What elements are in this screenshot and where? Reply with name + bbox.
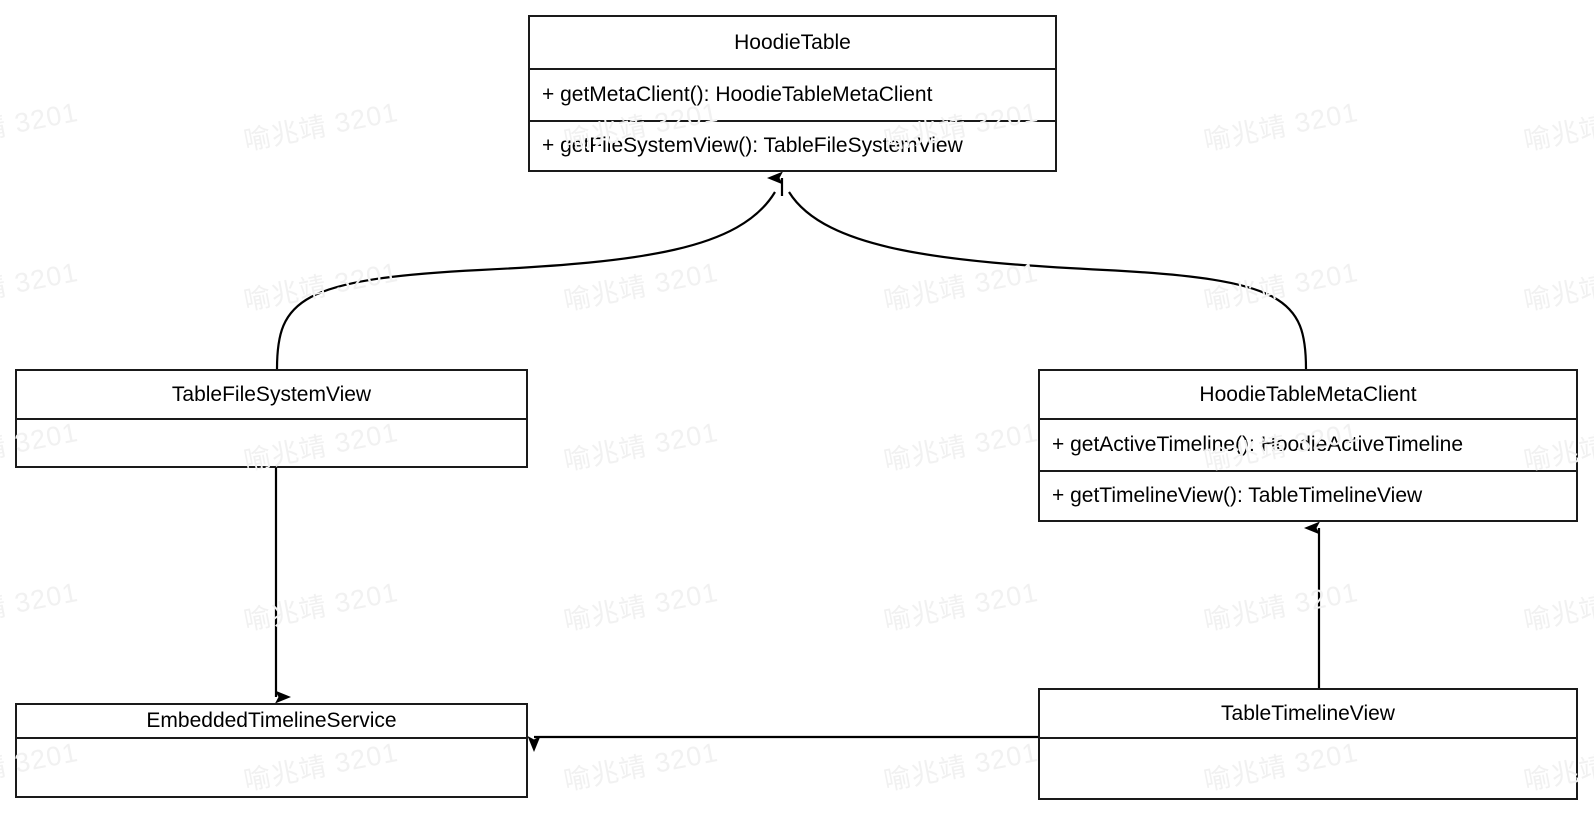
class-member: + getActiveTimeline(): HoodieActiveTimel…	[1052, 433, 1464, 456]
class-member	[1040, 739, 1576, 798]
class-box-embedded-timeline-service[interactable]: EmbeddedTimelineService	[15, 703, 528, 798]
class-members-hoodie-table-meta-client: + getActiveTimeline(): HoodieActiveTimel…	[1040, 420, 1576, 520]
class-name-embedded-timeline-service: EmbeddedTimelineService	[17, 705, 526, 739]
class-name-table-timeline-view: TableTimelineView	[1040, 690, 1576, 739]
class-box-hoodie-table-meta-client[interactable]: HoodieTableMetaClient + getActiveTimelin…	[1038, 369, 1578, 522]
class-box-table-timeline-view[interactable]: TableTimelineView	[1038, 688, 1578, 800]
class-member: + getMetaClient(): HoodieTableMetaClient	[542, 83, 933, 106]
class-members-hoodie-table: + getMetaClient(): HoodieTableMetaClient…	[530, 70, 1055, 170]
class-member	[17, 420, 526, 466]
class-name-hoodie-table: HoodieTable	[530, 17, 1055, 70]
class-name-table-file-system-view: TableFileSystemView	[17, 371, 526, 420]
edge-hoodietablemetaclient-to-hoodietable	[788, 191, 1308, 370]
class-box-table-file-system-view[interactable]: TableFileSystemView	[15, 369, 528, 468]
class-member: + getTimelineView(): TableTimelineView	[1040, 470, 1576, 520]
class-member: + getFileSystemView(): TableFileSystemVi…	[530, 120, 1055, 170]
class-name-hoodie-table-meta-client: HoodieTableMetaClient	[1040, 371, 1576, 420]
edge-tablefilesystemview-to-hoodietable	[275, 191, 776, 370]
class-members-embedded-timeline-service	[17, 739, 526, 796]
class-member	[17, 739, 526, 796]
class-box-hoodie-table[interactable]: HoodieTable + getMetaClient(): HoodieTab…	[528, 15, 1057, 172]
class-members-table-timeline-view	[1040, 739, 1576, 798]
class-members-table-file-system-view	[17, 420, 526, 466]
